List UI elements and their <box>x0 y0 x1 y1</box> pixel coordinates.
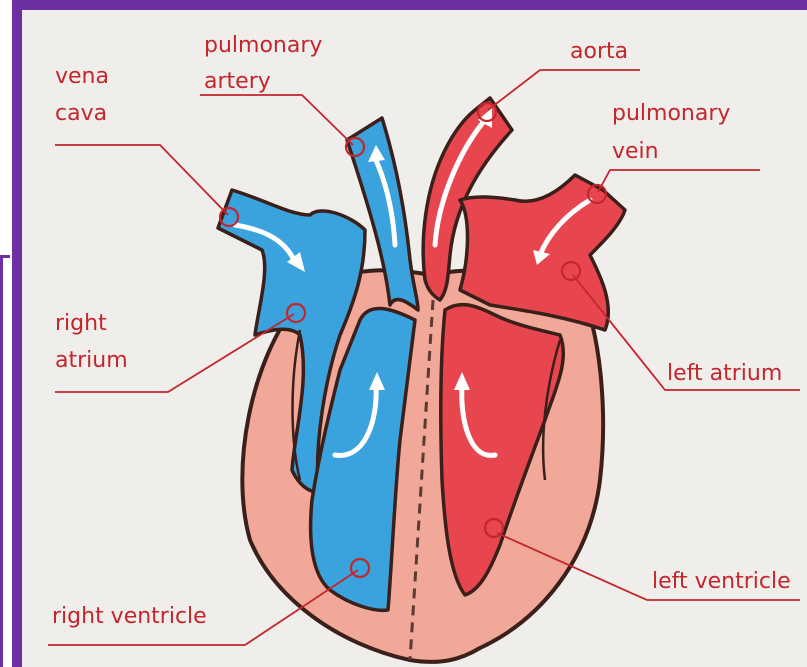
label-pulmonary-artery-line1: pulmonary <box>204 33 322 58</box>
label-vena-cava-line2: cava <box>55 101 107 126</box>
label-pulmonary-vein-line1: pulmonary <box>612 101 730 126</box>
label-right-atrium-line1: right <box>55 311 107 336</box>
label-left-ventricle: left ventricle <box>652 569 791 594</box>
label-aorta: aorta <box>570 39 628 64</box>
label-pulmonary-artery-line2: artery <box>204 69 271 94</box>
label-right-atrium-line2: atrium <box>55 348 128 373</box>
label-right-ventricle: right ventricle <box>52 604 207 629</box>
label-vena-cava-line1: vena <box>55 64 109 89</box>
label-left-atrium: left atrium <box>667 361 782 386</box>
label-pulmonary-vein-line2: vein <box>612 139 659 164</box>
